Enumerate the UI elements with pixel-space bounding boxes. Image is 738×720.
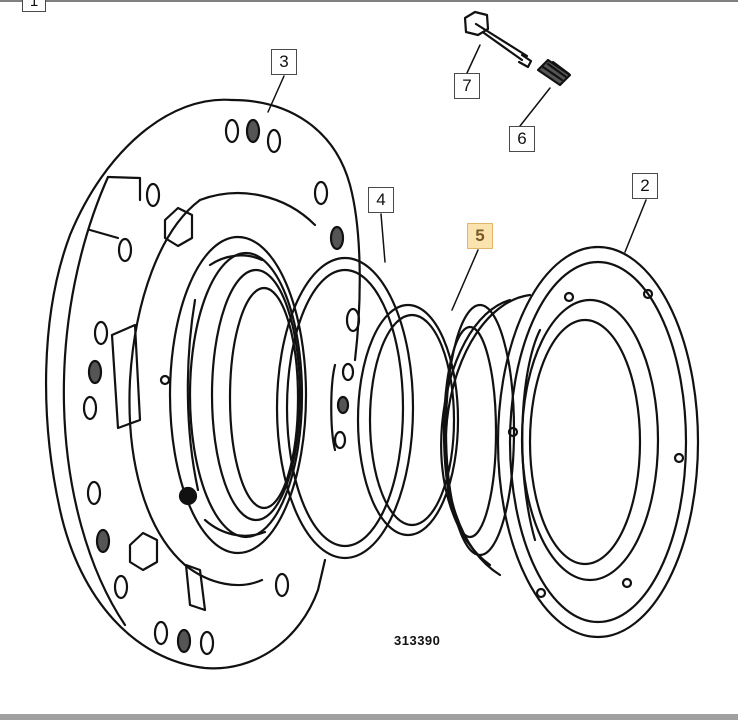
callout-2[interactable]: 2 — [632, 173, 658, 199]
drawing-reference-number: 313390 — [394, 633, 441, 648]
part-3-hub-housing — [44, 98, 361, 670]
callout-7[interactable]: 7 — [454, 73, 480, 99]
part-6-spring-washer — [536, 58, 572, 87]
part-4-oring — [275, 256, 415, 560]
part-7-bolt — [463, 10, 533, 69]
part-5-ring — [356, 303, 460, 537]
part-2-cover — [440, 245, 700, 639]
leader-lines — [267, 44, 647, 311]
callout-1[interactable]: 1 — [22, 0, 46, 12]
callout-3[interactable]: 3 — [271, 49, 297, 75]
callout-5-selected[interactable]: 5 — [467, 223, 493, 249]
callout-6[interactable]: 6 — [509, 126, 535, 152]
callout-4[interactable]: 4 — [368, 187, 394, 213]
